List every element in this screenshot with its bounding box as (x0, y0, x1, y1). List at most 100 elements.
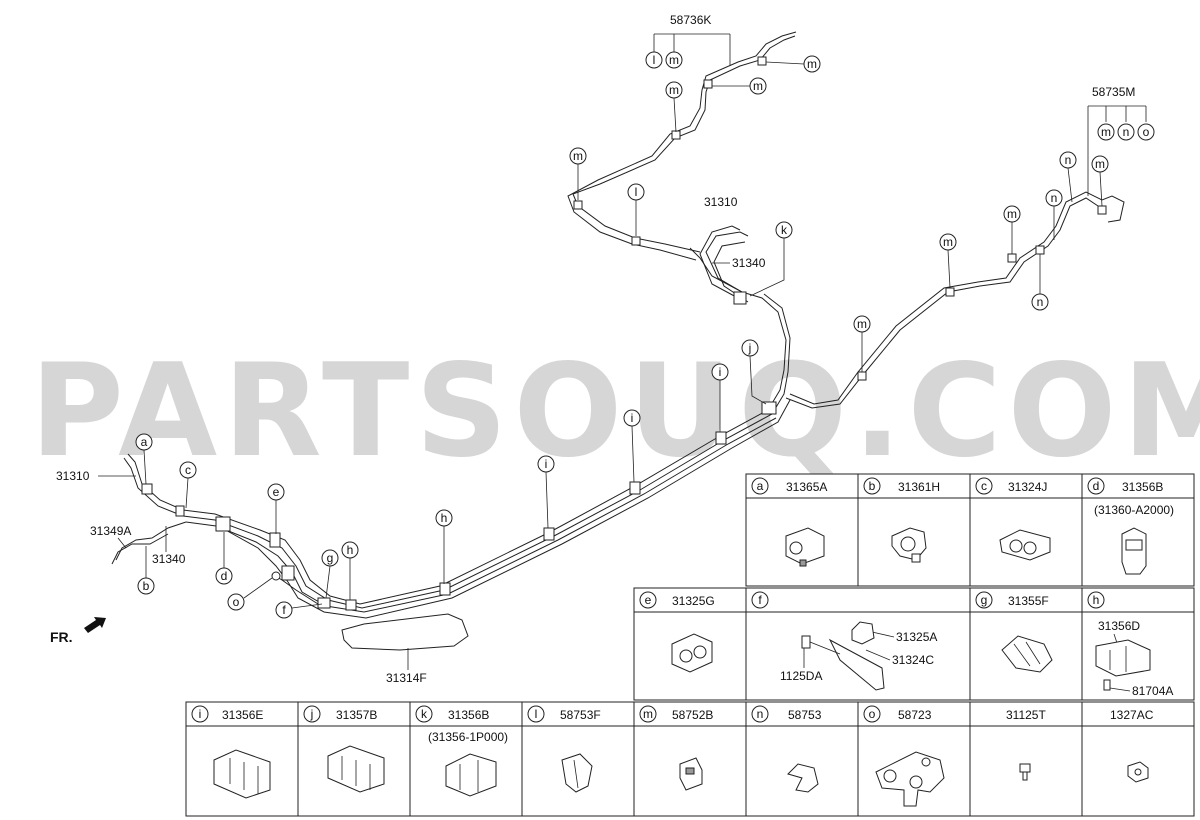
svg-text:n: n (1123, 125, 1130, 139)
svg-text:31356D: 31356D (1098, 619, 1140, 633)
part-31356B-k-drawing (445, 753, 497, 797)
svg-text:k: k (421, 707, 428, 721)
svg-text:i: i (719, 365, 722, 379)
svg-text:i: i (545, 457, 548, 471)
svg-text:1125DA: 1125DA (780, 669, 822, 683)
part-58723-drawing (875, 751, 945, 807)
label-31340-top: 31340 (732, 256, 766, 270)
svg-text:d: d (221, 569, 228, 583)
svg-text:m: m (1007, 207, 1017, 221)
legend-table: a 31365A b 31361H c 31324J d 31356B (313… (185, 473, 1195, 817)
part-58752B-drawing (679, 757, 703, 791)
label-31310-top: 31310 (704, 195, 738, 209)
svg-text:j: j (310, 707, 314, 721)
part-f-assembly-drawing (801, 621, 885, 691)
svg-text:h: h (1093, 593, 1100, 607)
pipe-clips (141, 56, 1107, 611)
svg-text:l: l (635, 185, 638, 199)
svg-text:g: g (981, 593, 988, 607)
svg-text:31365A: 31365A (786, 480, 827, 494)
part-31125T-drawing (1019, 763, 1031, 781)
svg-text:31356E: 31356E (222, 708, 263, 722)
part-31356B-drawing (1121, 527, 1147, 575)
svg-text:n: n (1051, 191, 1058, 205)
svg-text:m: m (807, 57, 817, 71)
part-31324J-drawing (999, 529, 1051, 561)
svg-text:h: h (347, 543, 354, 557)
svg-text:m: m (753, 79, 763, 93)
svg-text:l: l (535, 707, 538, 721)
label-31314F: 31314F (386, 671, 427, 685)
svg-text:58723: 58723 (898, 708, 932, 722)
svg-text:31325G: 31325G (672, 594, 715, 608)
label-58735M: 58735M (1092, 85, 1135, 99)
svg-text:g: g (327, 551, 334, 565)
part-h-assembly-drawing (1095, 639, 1151, 691)
svg-text:k: k (781, 223, 788, 237)
under-guard-31314F (341, 613, 469, 651)
svg-text:58753: 58753 (788, 708, 822, 722)
svg-text:m: m (857, 317, 867, 331)
svg-text:31324C: 31324C (892, 653, 934, 667)
svg-text:i: i (199, 707, 202, 721)
part-58753F-drawing (561, 753, 593, 793)
label-31340-left: 31340 (152, 552, 186, 566)
callouts: l m m m m m l k m m m n n m n m n o j i … (135, 51, 1155, 619)
svg-text:m: m (1095, 157, 1105, 171)
svg-text:58753F: 58753F (560, 708, 601, 722)
svg-text:31325A: 31325A (896, 630, 937, 644)
svg-text:h: h (441, 511, 448, 525)
front-arrow-icon (84, 617, 106, 633)
svg-text:31356B: 31356B (448, 708, 489, 722)
label-31349A: 31349A (90, 524, 131, 538)
svg-text:m: m (669, 53, 679, 67)
svg-text:31361H: 31361H (898, 480, 940, 494)
label-31310-left: 31310 (56, 469, 90, 483)
part-1327AC-drawing (1127, 761, 1149, 783)
legend-row-3: i 31356E j 31357B k 31356B (31356-1P000)… (185, 701, 1195, 817)
svg-text:31324J: 31324J (1008, 480, 1047, 494)
svg-text:31355F: 31355F (1008, 594, 1049, 608)
legend-row-2: e 31325G f g 31355F h 31325A 31324C 1125… (633, 587, 1195, 701)
svg-text:a: a (141, 435, 148, 449)
svg-text:o: o (233, 595, 240, 609)
svg-text:i: i (631, 411, 634, 425)
part-31361H-drawing (891, 527, 927, 563)
part-31356E-drawing (213, 749, 271, 799)
part-labels: 58736K 58735M 31310 31340 31310 31349A 3… (56, 13, 1147, 685)
svg-text:m: m (943, 235, 953, 249)
svg-text:m: m (643, 707, 653, 721)
svg-text:n: n (1037, 295, 1044, 309)
svg-text:m: m (1101, 125, 1111, 139)
svg-text:58752B: 58752B (672, 708, 713, 722)
svg-text:e: e (645, 593, 652, 607)
svg-text:f: f (282, 603, 286, 617)
front-label: FR. (50, 629, 73, 645)
svg-text:c: c (981, 479, 987, 493)
svg-text:m: m (669, 83, 679, 97)
legend-row-1: a 31365A b 31361H c 31324J d 31356B (313… (745, 473, 1195, 587)
part-31325G-drawing (671, 633, 713, 673)
part-31357B-drawing (327, 745, 385, 793)
svg-text:b: b (143, 579, 150, 593)
svg-text:e: e (273, 485, 280, 499)
svg-text:l: l (653, 53, 656, 67)
svg-text:n: n (757, 707, 764, 721)
svg-text:n: n (1065, 153, 1072, 167)
svg-text:31357B: 31357B (336, 708, 377, 722)
svg-text:(31356-1P000): (31356-1P000) (428, 730, 508, 744)
svg-text:f: f (758, 593, 762, 607)
part-31355F-drawing (1001, 635, 1053, 673)
svg-text:m: m (573, 149, 583, 163)
svg-text:o: o (869, 707, 876, 721)
part-58753-drawing (787, 763, 819, 793)
svg-text:b: b (869, 479, 876, 493)
svg-text:c: c (185, 463, 191, 477)
svg-text:31125T: 31125T (1006, 708, 1046, 722)
watermark: PARTSOUQ.COM (30, 337, 1200, 486)
svg-text:1327AC: 1327AC (1110, 708, 1154, 722)
svg-text:a: a (757, 479, 764, 493)
svg-text:31356B: 31356B (1122, 480, 1163, 494)
svg-text:j: j (748, 341, 752, 355)
